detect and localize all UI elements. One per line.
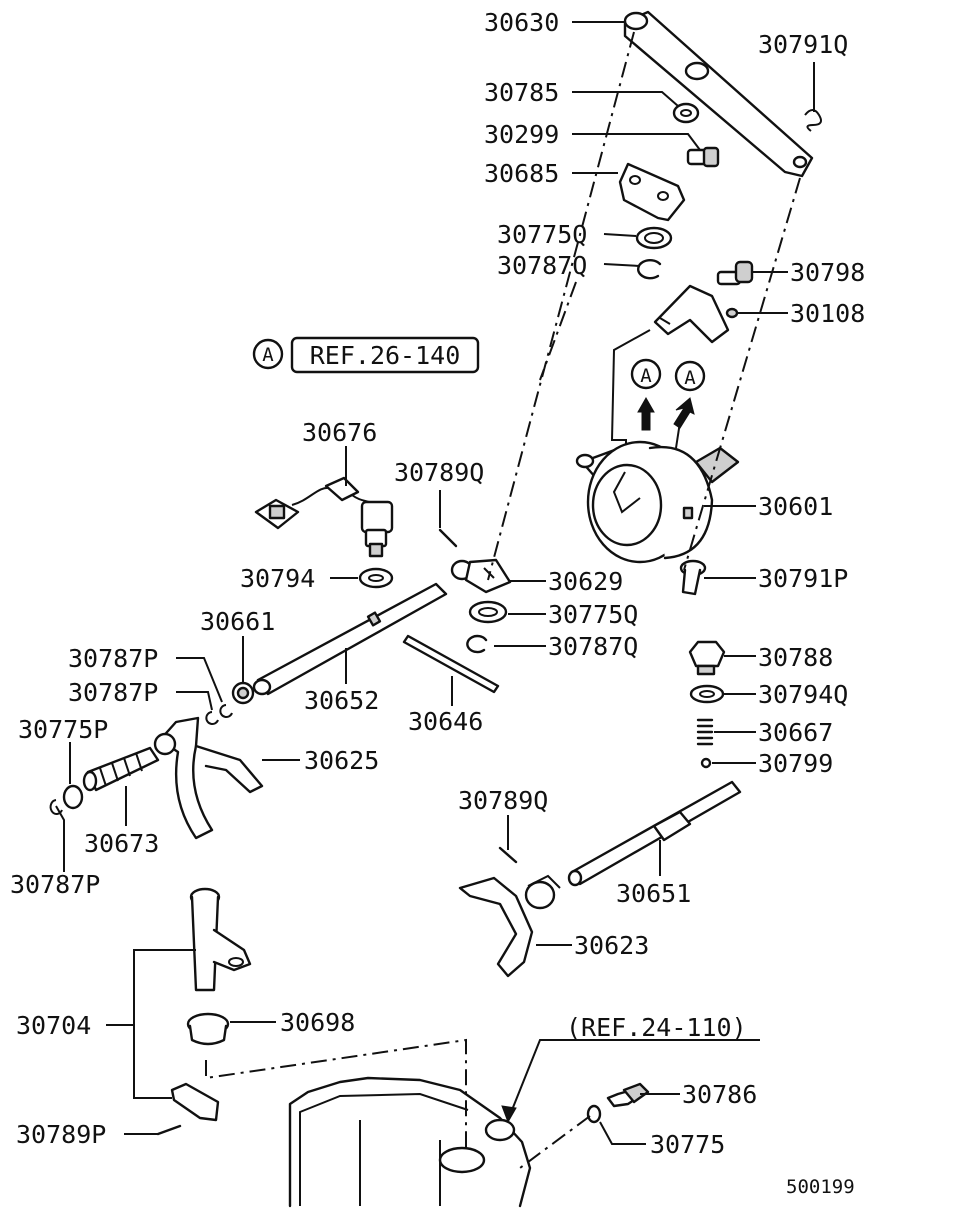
washer-30775q-mid bbox=[468, 600, 508, 624]
washer-30775p bbox=[62, 784, 84, 810]
ball-30799 bbox=[700, 757, 712, 769]
part-label-30787p-b: 30787P bbox=[68, 678, 158, 707]
washer-30794 bbox=[358, 567, 394, 589]
spring-30667 bbox=[696, 718, 714, 746]
reference-badge-letter: A bbox=[262, 344, 274, 366]
fork-30625 bbox=[153, 716, 264, 840]
part-label-30789q-top: 30789Q bbox=[394, 458, 484, 487]
part-labels: 30630 30791Q 30785 30299 30685 30775Q 30… bbox=[10, 8, 865, 1198]
arrow-marker-right: A bbox=[673, 360, 706, 429]
part-label-30601: 30601 bbox=[758, 492, 833, 521]
leader-lines bbox=[55, 21, 815, 1145]
part-label-30704: 30704 bbox=[16, 1011, 91, 1040]
pin-30791p bbox=[679, 559, 707, 596]
fork-30623 bbox=[458, 874, 561, 978]
part-label-30661: 30661 bbox=[200, 607, 275, 636]
part-label-30630: 30630 bbox=[484, 8, 559, 37]
plug-30788 bbox=[688, 640, 726, 676]
part-label-30625: 30625 bbox=[304, 746, 379, 775]
part-label-30787p-a: 30787P bbox=[68, 644, 158, 673]
part-label-30646: 30646 bbox=[408, 707, 483, 736]
part-illustrations: A A bbox=[49, 10, 822, 1208]
cup-30698 bbox=[186, 1012, 230, 1046]
rod-30646 bbox=[402, 634, 500, 694]
part-label-30789p: 30789P bbox=[16, 1120, 106, 1149]
lever-30630 bbox=[623, 10, 814, 178]
part-label-30651: 30651 bbox=[616, 879, 691, 908]
bracket-30685 bbox=[618, 162, 686, 222]
clip-30787q-top bbox=[637, 258, 662, 280]
part-label-30673: 30673 bbox=[84, 829, 159, 858]
ref-note: (REF.24-110) bbox=[566, 1013, 747, 1042]
part-label-30685: 30685 bbox=[484, 159, 559, 188]
block-30629 bbox=[450, 558, 512, 594]
part-label-30788: 30788 bbox=[758, 643, 833, 672]
shaft-30652 bbox=[252, 582, 448, 696]
part-label-30798: 30798 bbox=[790, 258, 865, 287]
washer-30775 bbox=[586, 1104, 602, 1124]
part-label-30629: 30629 bbox=[548, 567, 623, 596]
bracket-30108 bbox=[653, 284, 739, 344]
clip-30787p-a bbox=[219, 704, 233, 718]
washer-30794q bbox=[689, 684, 725, 704]
part-label-30791p: 30791P bbox=[758, 564, 848, 593]
part-label-30775q-top: 30775Q bbox=[497, 220, 587, 249]
part-label-30794q: 30794Q bbox=[758, 680, 848, 709]
actuator-30601 bbox=[575, 421, 740, 564]
part-label-30787q-top: 30787Q bbox=[497, 251, 587, 280]
bolt-30299 bbox=[686, 146, 720, 168]
marker-letter-right: A bbox=[684, 367, 696, 389]
part-label-30676: 30676 bbox=[302, 418, 377, 447]
lever-30704 bbox=[189, 887, 252, 992]
transmission-case bbox=[288, 1076, 532, 1208]
clip-30787q-mid bbox=[466, 634, 488, 654]
part-label-30787q-mid: 30787Q bbox=[548, 632, 638, 661]
part-label-30698: 30698 bbox=[280, 1008, 355, 1037]
part-label-30108: 30108 bbox=[790, 299, 865, 328]
part-label-30785: 30785 bbox=[484, 78, 559, 107]
part-label-30789q-low: 30789Q bbox=[458, 786, 548, 815]
reference-badge-text: REF.26-140 bbox=[310, 341, 461, 370]
part-label-30775: 30775 bbox=[650, 1130, 725, 1159]
clip-30791q bbox=[804, 109, 822, 132]
washer-30785 bbox=[672, 102, 700, 124]
part-label-30787p-c: 30787P bbox=[10, 870, 100, 899]
part-label-30775q-mid: 30775Q bbox=[548, 600, 638, 629]
part-label-30299: 30299 bbox=[484, 120, 559, 149]
arrow-marker-left: A bbox=[630, 358, 662, 431]
part-label-30623: 30623 bbox=[574, 931, 649, 960]
part-label-30794: 30794 bbox=[240, 564, 315, 593]
catalog-code: 500199 bbox=[786, 1176, 855, 1198]
clip-30787p-b bbox=[205, 711, 219, 725]
switch-30676 bbox=[254, 476, 394, 558]
bolt-30798 bbox=[716, 260, 754, 286]
reference-badge: A REF.26-140 bbox=[252, 336, 480, 374]
pin-30789q-low bbox=[498, 846, 518, 864]
part-label-30775p: 30775P bbox=[18, 715, 108, 744]
shaft-30651 bbox=[567, 780, 742, 887]
lever-lower bbox=[170, 1082, 220, 1122]
boot-30673 bbox=[82, 746, 160, 792]
part-label-30786: 30786 bbox=[682, 1080, 757, 1109]
pin-30789q-top bbox=[438, 528, 458, 548]
marker-letter-left: A bbox=[640, 365, 652, 387]
part-label-30667: 30667 bbox=[758, 718, 833, 747]
part-label-30791q: 30791Q bbox=[758, 30, 848, 59]
part-label-30799: 30799 bbox=[758, 749, 833, 778]
part-label-30652: 30652 bbox=[304, 686, 379, 715]
washer-30775q-top bbox=[635, 226, 673, 250]
assembly-lines bbox=[205, 31, 801, 1169]
bolt-30786 bbox=[606, 1082, 650, 1108]
pin-30789p bbox=[156, 1124, 182, 1136]
